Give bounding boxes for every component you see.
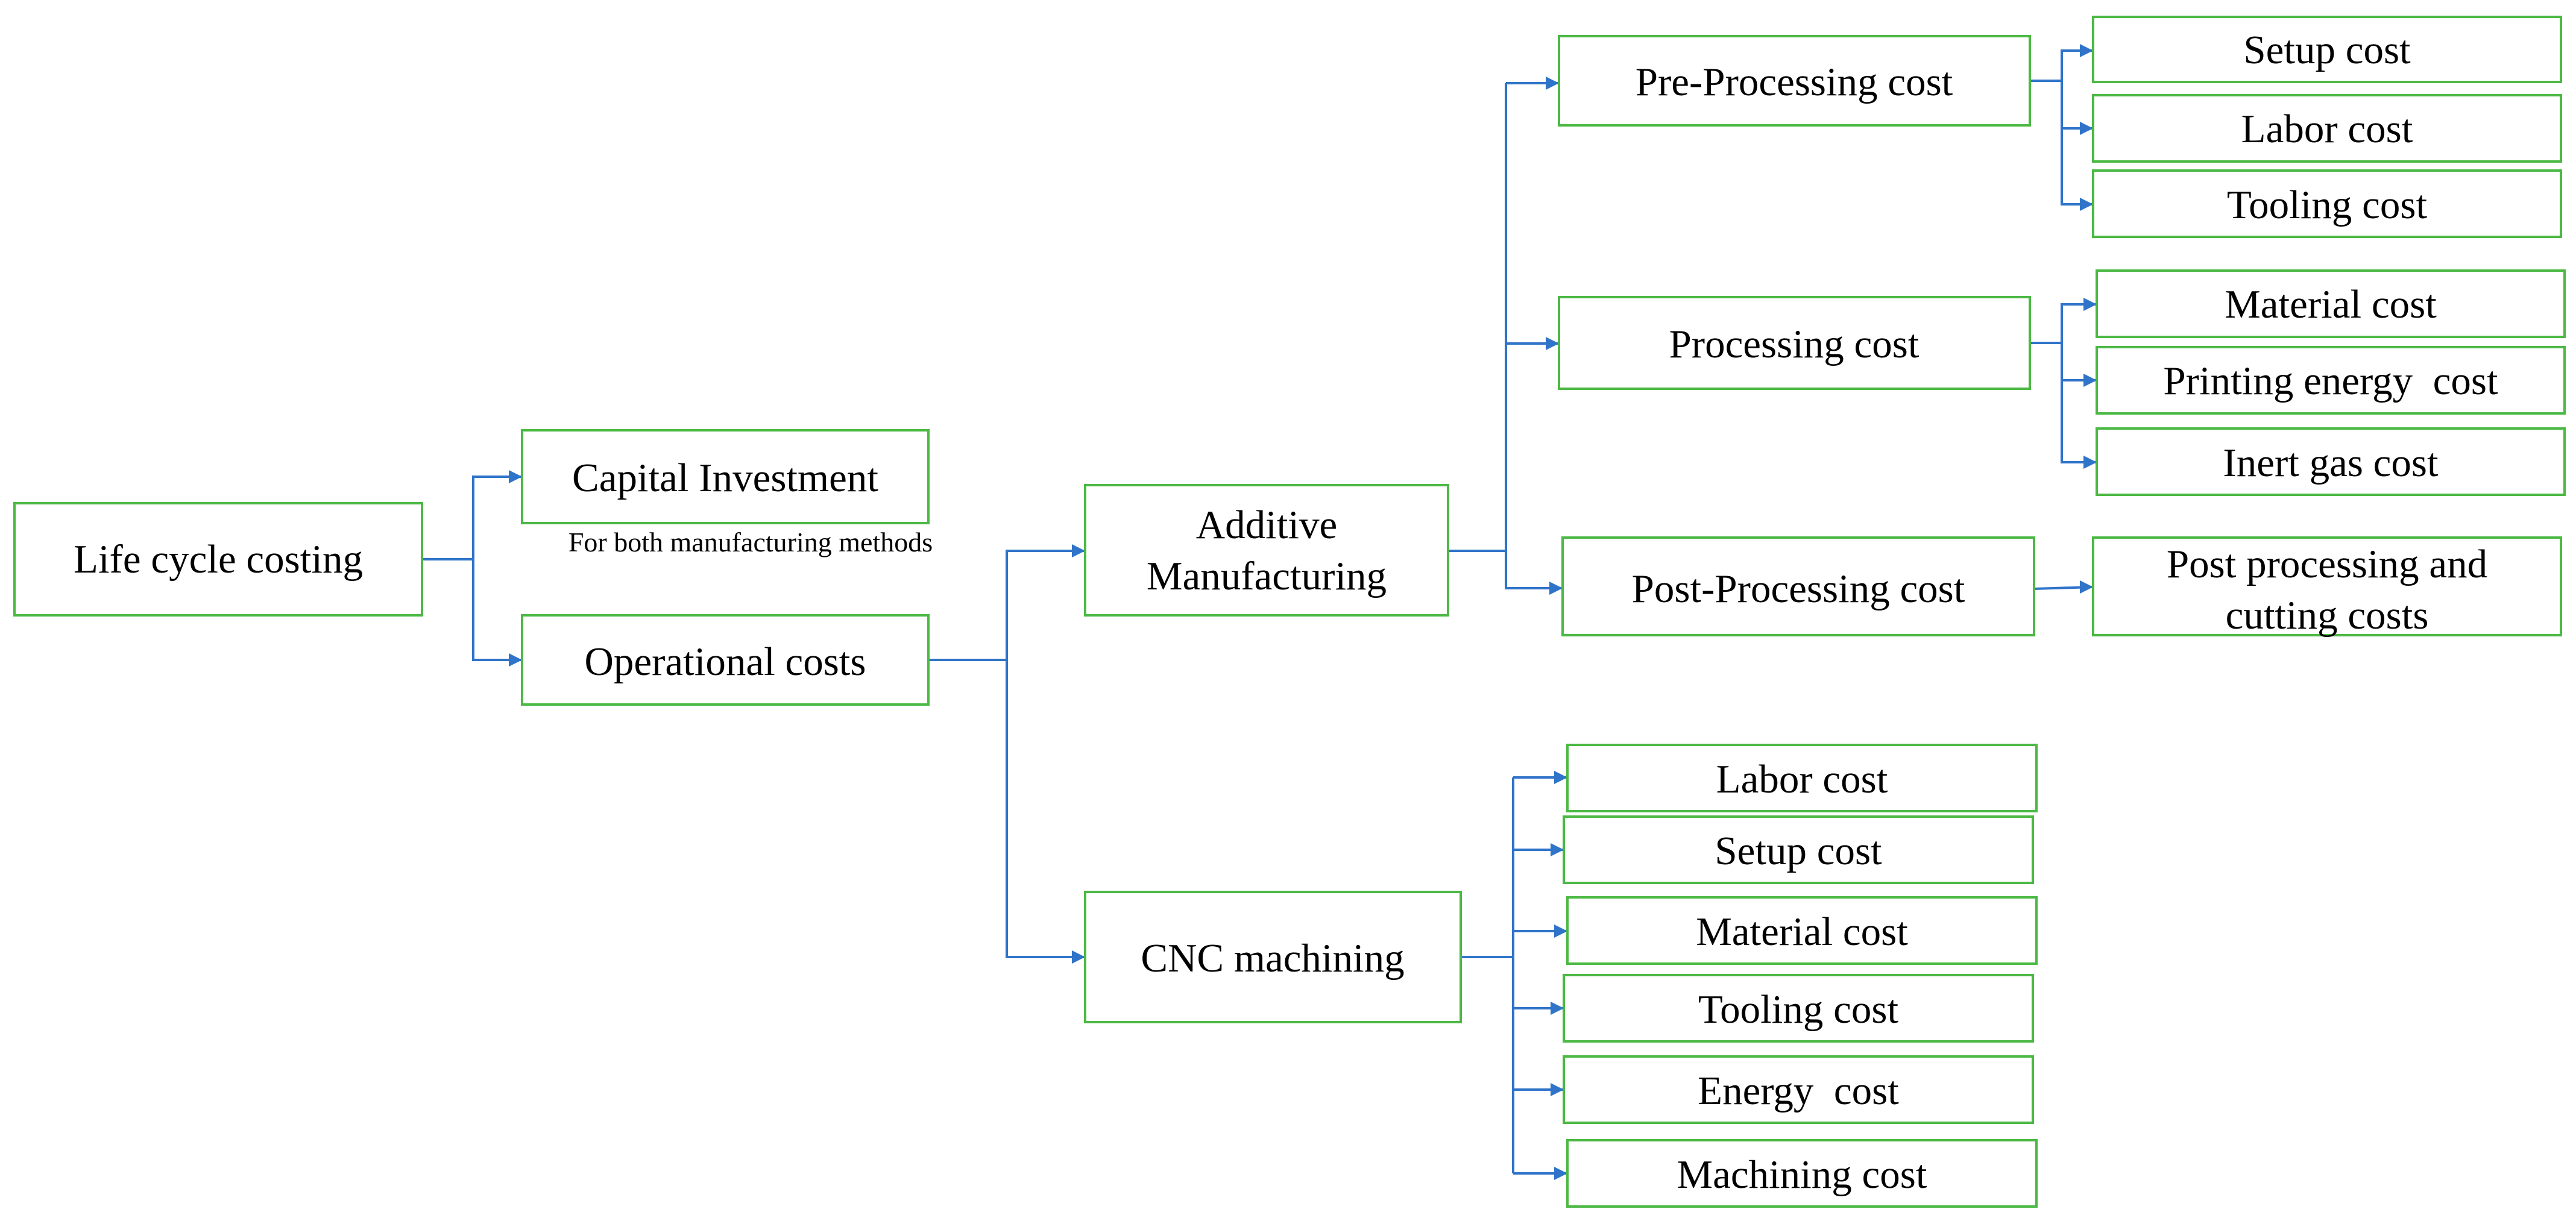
post-processing-and-cutting-line1: Post processing and: [2167, 542, 2487, 586]
node-energy-cost-cnc: Energy cost: [1563, 1055, 2034, 1124]
node-processing-cost: Processing cost: [1558, 296, 2031, 390]
connector-additive-to-stages: [1448, 83, 1507, 552]
arrowhead-energy-cost-cnc: [1551, 1083, 1564, 1096]
arrowhead-printing-energy-cost: [2083, 374, 2097, 387]
node-tooling-cost-am: Tooling cost: [2092, 169, 2562, 238]
node-cnc-machining: CNC machining: [1084, 891, 1462, 1023]
arrowhead-labor-cost-am: [2080, 122, 2093, 135]
arrowhead-material-cost-cnc: [1554, 924, 1567, 938]
pre-processing-cost-label: Pre-Processing cost: [1636, 60, 1953, 104]
capital-investment-label: Capital Investment: [572, 456, 878, 500]
arrowhead-processing: [1546, 337, 1559, 350]
connector-to-post-processing: [1505, 551, 1563, 589]
arrowhead-post-processing-cutting: [2080, 580, 2093, 594]
connector-root-to-capital-investment: [422, 476, 522, 560]
arrowhead-operational-costs: [509, 653, 522, 667]
operational-costs-label: Operational costs: [584, 639, 866, 684]
arrowhead-pre-processing: [1546, 77, 1559, 90]
arrowhead-capital-investment: [509, 470, 522, 483]
arrowhead-tooling-cost-am: [2080, 198, 2093, 211]
node-pre-processing-cost: Pre-Processing cost: [1558, 35, 2031, 127]
connector-root-to-operational-costs: [472, 559, 522, 661]
material-cost-am-label: Material cost: [2225, 282, 2437, 327]
post-processing-and-cutting-line2: cutting costs: [2226, 593, 2429, 638]
setup-cost-cnc-label: Setup cost: [1715, 829, 1882, 873]
arrowhead-setup-cost-am: [2080, 44, 2093, 57]
node-labor-cost-am: Labor cost: [2092, 94, 2562, 163]
arrowhead-cnc-machining: [1072, 950, 1085, 964]
node-machining-cost-cnc: Machining cost: [1566, 1139, 2038, 1208]
arrowhead-labor-cost-cnc: [1554, 771, 1567, 784]
connector-operational-to-cnc: [1006, 660, 1085, 958]
printing-energy-cost-label: Printing energy cost: [2163, 359, 2498, 403]
node-additive-manufacturing: Additive Manufacturing: [1084, 484, 1449, 617]
post-processing-cost-label: Post-Processing cost: [1632, 567, 1965, 611]
labor-cost-cnc-label: Labor cost: [1716, 757, 1888, 802]
node-life-cycle-costing: Life cycle costing: [13, 502, 423, 617]
node-inert-gas-cost: Inert gas cost: [2096, 427, 2566, 496]
cnc-machining-label: CNC machining: [1141, 936, 1404, 981]
energy-cost-cnc-label: Energy cost: [1698, 1069, 1899, 1113]
connectors: [422, 44, 2097, 1180]
machining-cost-cnc-label: Machining cost: [1677, 1152, 1927, 1197]
node-setup-cost-cnc: Setup cost: [1563, 815, 2034, 884]
arrowhead-setup-cost-cnc: [1551, 843, 1564, 856]
arrowhead-material-cost-am: [2083, 298, 2097, 311]
node-setup-cost-am: Setup cost: [2092, 16, 2562, 83]
node-labor-cost-cnc: Labor cost: [1566, 744, 2038, 812]
life-cycle-costing-label: Life cycle costing: [74, 537, 363, 582]
arrowhead-inert-gas-cost: [2083, 456, 2097, 469]
capital-investment-note: For both manufacturing methods: [568, 527, 933, 557]
labor-cost-am-label: Labor cost: [2241, 107, 2413, 151]
node-material-cost-cnc: Material cost: [1566, 896, 2038, 965]
inert-gas-cost-label: Inert gas cost: [2223, 441, 2439, 485]
connector-cnc-items: [1461, 776, 1567, 1175]
connector-operational-to-additive: [928, 550, 1085, 661]
arrowhead-tooling-cost-cnc: [1551, 1002, 1564, 1015]
processing-cost-label: Processing cost: [1669, 322, 1919, 366]
node-capital-investment: Capital Investment: [521, 429, 930, 524]
additive-manufacturing-label-line1: Additive: [1196, 503, 1337, 547]
material-cost-cnc-label: Material cost: [1696, 909, 1908, 954]
arrowhead-machining-cost-cnc: [1554, 1167, 1567, 1180]
connector-to-processing: [1505, 342, 1559, 551]
tooling-cost-cnc-label: Tooling cost: [1698, 987, 1899, 1032]
node-material-cost-am: Material cost: [2096, 269, 2566, 338]
node-post-processing-and-cutting: Post processing and cutting costs: [2092, 536, 2562, 638]
arrowhead-additive-manufacturing: [1072, 544, 1085, 557]
arrowhead-post-processing: [1549, 582, 1563, 595]
tooling-cost-am-label: Tooling cost: [2227, 183, 2428, 227]
setup-cost-am-label: Setup cost: [2243, 28, 2411, 72]
node-tooling-cost-cnc: Tooling cost: [1563, 974, 2034, 1043]
node-printing-energy-cost: Printing energy cost: [2096, 346, 2566, 415]
node-post-processing-cost: Post-Processing cost: [1561, 536, 2035, 636]
node-operational-costs: Operational costs: [521, 614, 930, 706]
additive-manufacturing-label-line2: Manufacturing: [1147, 554, 1387, 598]
